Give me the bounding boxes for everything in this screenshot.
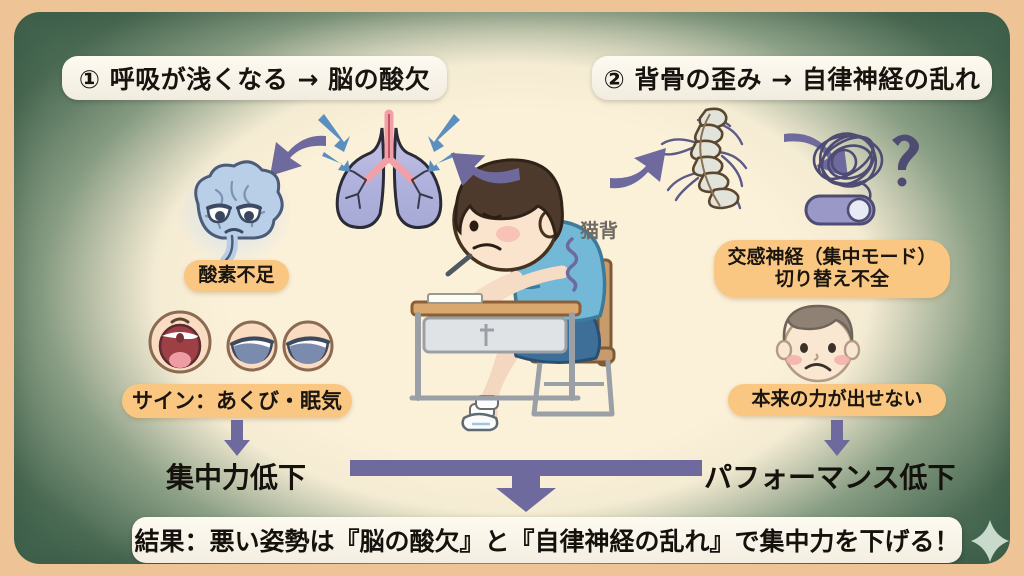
outcome-left: 集中力低下 — [166, 461, 307, 494]
oxygen-shortage-label: 酸素不足 — [184, 260, 289, 292]
arrow-student-to-lungs — [438, 132, 522, 192]
outcome-right: パフォーマンス低下 — [704, 461, 956, 494]
arrow-student-to-spine — [606, 134, 676, 194]
poster-board: ① 呼吸が浅くなる → 脳の酸欠 ② 背骨の歪み → 自律神経の乱れ — [14, 12, 1010, 564]
cannot-perform-label: 本来の力が出せない — [728, 384, 946, 416]
section-1-header: ① 呼吸が浅くなる → 脳の酸欠 — [62, 56, 447, 100]
hunchback-squiggle-icon — [554, 237, 590, 293]
sad-boy-face-illustration — [766, 304, 870, 384]
hunched-back-label: 猫背 — [580, 220, 619, 242]
sparkle-icon — [970, 520, 1010, 562]
sad-brain-illustration — [176, 158, 296, 270]
compressed-lungs-illustration — [314, 109, 464, 232]
yawn-and-sleepy-eyes-illustration — [148, 310, 338, 376]
arrow-down-right — [822, 420, 852, 456]
sympathetic-nerve-label: 交感神経（集中モード） 切り替え不全 — [714, 240, 950, 298]
arrow-lungs-to-brain — [260, 130, 330, 190]
tangled-nerve-switch-illustration — [800, 126, 940, 230]
sign-yawn-sleepy-label: サイン：あくび・眠気 — [122, 384, 352, 418]
arrow-down-left — [222, 420, 252, 456]
conclusion-banner: 結果：悪い姿勢は『脳の酸欠』と『自律神経の乱れ』で集中力を下げる！ — [132, 517, 962, 563]
merge-arrow-to-conclusion — [350, 456, 702, 514]
curved-spine-illustration — [658, 107, 778, 214]
section-2-header: ② 背骨の歪み → 自律神経の乱れ — [592, 56, 992, 100]
